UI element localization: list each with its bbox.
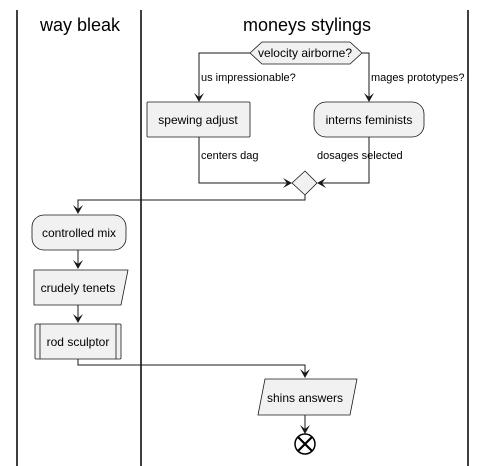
node-controlled-mix-label: controlled mix [42,226,116,240]
edge-label-right-branch: mages prototypes? [371,72,465,84]
node-interns-feminists-label: interns feminists [326,113,413,127]
edge-merge-controlled [77,195,306,209]
arrow-to-end [300,425,310,434]
edge-spewing-merge [198,137,287,184]
arrow-to-interns [364,93,374,102]
node-crudely-tenets [33,269,129,306]
lane-title-right: moneys stylings [243,15,371,35]
decision-label: velocity airborne? [258,46,352,60]
arrow-to-rod [73,314,83,323]
node-crudely-tenets-label: crudely tenets [41,281,116,295]
arrow-into-merge-left [283,178,292,188]
arrow-to-shins [300,369,310,378]
arrow-to-crudely [73,260,83,269]
merge-diamond [291,170,318,196]
edge-decision-right [362,52,370,97]
edge-decision-left [198,52,250,97]
node-rod-sculptor-label: rod sculptor [47,335,110,349]
node-spewing-adjust-label: spewing adjust [158,113,238,127]
edge-interns-merge [322,137,370,184]
edge-rod-shins [77,359,306,373]
end-circle-icon [294,433,316,455]
node-shins-answers-label: shins answers [267,391,343,405]
node-shins-answers [257,378,358,416]
node-controlled-mix [31,214,127,251]
edge-label-left-merge: centers dag [201,150,258,162]
edge-label-right-merge: dosages selected [317,150,403,162]
edge-label-left-branch: us impressionable? [201,72,296,84]
arrow-to-controlled [73,205,83,214]
arrow-to-spewing [194,93,204,102]
arrow-into-merge-right [317,178,326,188]
lane-title-left: way bleak [39,15,121,35]
